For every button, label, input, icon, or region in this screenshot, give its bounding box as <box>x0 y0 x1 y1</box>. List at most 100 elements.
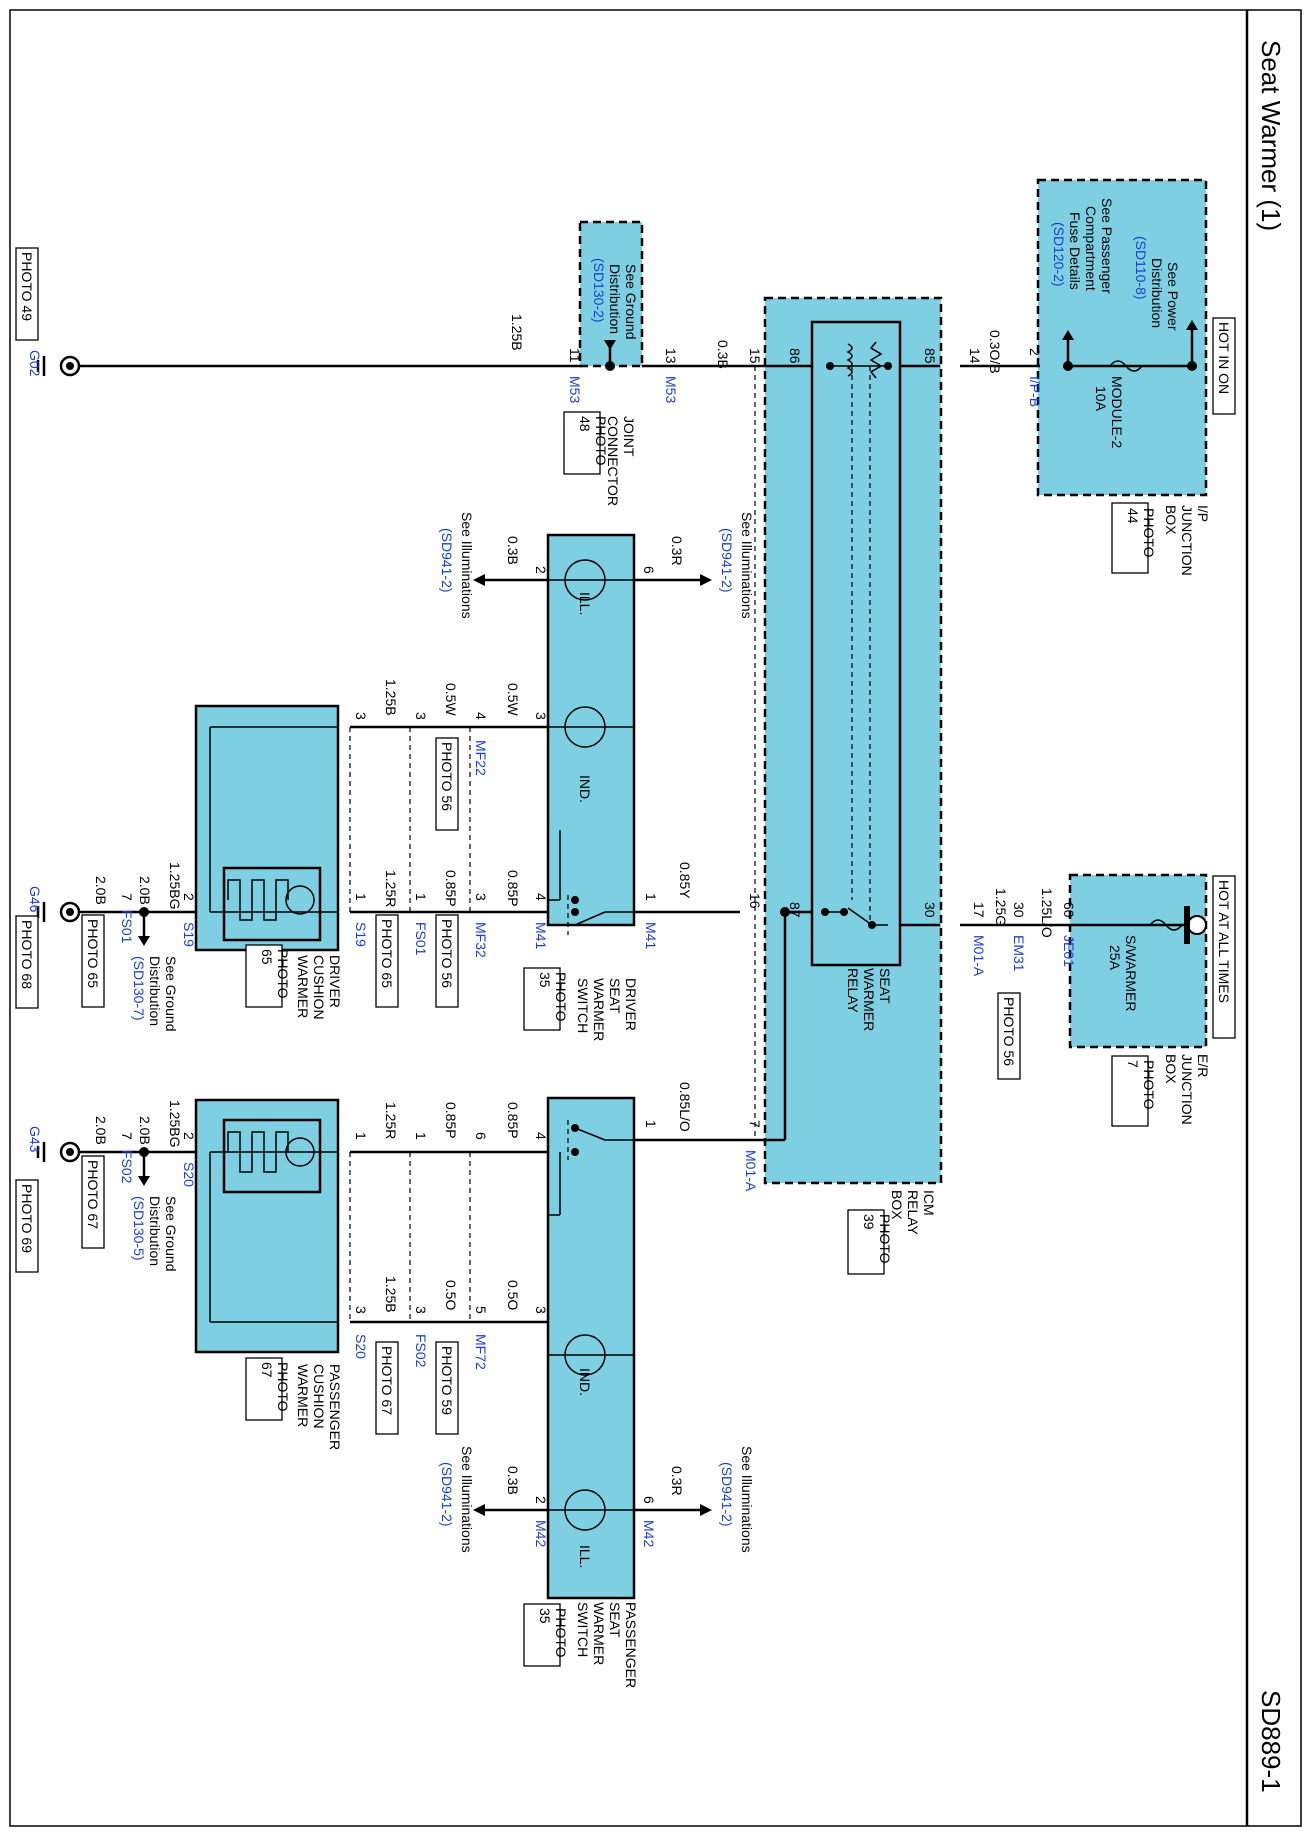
s19-connector-a[interactable]: S19 <box>353 922 369 947</box>
pin-2-ip: 2 <box>1027 348 1043 356</box>
driver-ill-pin-2: 2 <box>533 566 549 574</box>
relay-pin-86: 86 <box>787 348 803 364</box>
g46-label[interactable]: G46 <box>27 886 43 913</box>
wire-label-1.25lo: 1.25L/O <box>1039 888 1055 938</box>
see-pass-ref[interactable]: (SD120-2) <box>1051 222 1067 287</box>
passenger-wire-1.25r: 1.25R <box>383 1102 399 1139</box>
m01a-connector[interactable]: M01-A <box>971 935 987 977</box>
driver-warmer-2: CUSHION <box>311 955 327 1020</box>
pin-11: 11 <box>567 348 583 363</box>
driver-switch-2: SEAT <box>607 978 623 1014</box>
wire-label-0.85lo: 0.85L/O <box>677 1082 693 1132</box>
driver-ill-ref-top[interactable]: (SD941-2) <box>719 528 735 593</box>
driver-gnd-see: See Ground <box>163 956 179 1032</box>
passenger-wire-1.25b: 1.25B <box>383 1276 399 1313</box>
fs02-connector[interactable]: FS02 <box>413 1334 429 1368</box>
m01a-connector-2[interactable]: M01-A <box>743 1150 759 1192</box>
passenger-ind-label: IND. <box>577 1368 593 1396</box>
driver-gnd-ref[interactable]: (SD130-7) <box>131 956 147 1021</box>
mf72-connector[interactable]: MF72 <box>473 1334 489 1370</box>
passenger-wire-2.0b-a: 2.0B <box>137 1116 153 1145</box>
s20-connector-a[interactable]: S20 <box>353 1334 369 1359</box>
passenger-ill-wire-0.3r: 0.3R <box>669 1466 685 1496</box>
passenger-wire-1.25bg: 1.25BG <box>167 1100 183 1147</box>
relay-pin-30: 30 <box>922 902 938 918</box>
m42-connector-b[interactable]: M42 <box>533 1520 549 1547</box>
relay-pin-85: 85 <box>922 348 938 364</box>
g43-photo: PHOTO 69 <box>19 1184 35 1253</box>
driver-wire-0.5w-a: 0.5W <box>505 683 521 716</box>
g02-label[interactable]: G02 <box>27 350 43 377</box>
passenger-ill-pin-2: 2 <box>533 1496 549 1504</box>
page-title: Seat Warmer (1) <box>1256 40 1286 231</box>
driver-ill-pin-6: 6 <box>641 566 657 574</box>
passenger-pin-1b: 1 <box>413 1132 429 1140</box>
wire-label-0.85y: 0.85Y <box>677 862 693 899</box>
driver-wire-1.25r: 1.25R <box>383 870 399 907</box>
s20-connector-b[interactable]: S20 <box>181 1162 197 1187</box>
em31-connector[interactable]: EM31 <box>1011 935 1027 972</box>
passenger-ill-wire-0.3b: 0.3B <box>505 1466 521 1495</box>
s19-connector-b[interactable]: S19 <box>181 922 197 947</box>
seat-warmer-relay <box>810 320 902 967</box>
icm-photo-1: PHOTO <box>877 1214 893 1264</box>
fs01-connector-b[interactable]: FS01 <box>119 910 135 944</box>
relay-name-3: RELAY <box>845 968 861 1014</box>
driver-warmer-photo-1: PHOTO <box>275 949 291 999</box>
wire-label-1.25b-g02: 1.25B <box>509 314 525 351</box>
passenger-ill-ref-top[interactable]: (SD941-2) <box>719 1462 735 1527</box>
g43-label[interactable]: G43 <box>27 1126 43 1153</box>
g02-photo: PHOTO 49 <box>19 252 35 321</box>
m53-connector-b[interactable]: M53 <box>567 376 583 403</box>
mf32-photo: PHOTO 56 <box>439 919 455 988</box>
relay-resistor-icon <box>869 341 883 379</box>
driver-switch-3: WARMER <box>591 978 607 1041</box>
driver-pin-3: 3 <box>533 712 549 720</box>
see-pass-2: Compartment <box>1083 206 1099 291</box>
driver-wire-0.5w-b: 0.5W <box>443 683 459 716</box>
fs02b-photo: PHOTO 67 <box>85 1160 101 1229</box>
driver-wire-1.25bg: 1.25BG <box>167 862 183 909</box>
mf72-photo: PHOTO 59 <box>439 1346 455 1415</box>
passenger-gnd-dist: Distribution <box>147 1196 163 1266</box>
driver-ill-ref-bot[interactable]: (SD941-2) <box>439 528 455 593</box>
passenger-pin-1: 1 <box>643 1120 659 1128</box>
driver-wire-0.85p-b: 0.85P <box>443 870 459 907</box>
see-pass-1: See Passenger <box>1099 198 1115 294</box>
mf22-connector[interactable]: MF22 <box>473 740 489 776</box>
wire-label-0.3b-top: 0.3B <box>715 340 731 369</box>
m41-connector-a[interactable]: M41 <box>643 922 659 949</box>
passenger-warmer-2: CUSHION <box>311 1364 327 1429</box>
fs01-connector[interactable]: FS01 <box>413 922 429 956</box>
m42-connector-a[interactable]: M42 <box>641 1520 657 1547</box>
passenger-gnd-ref[interactable]: (SD130-5) <box>131 1196 147 1261</box>
driver-thermistor-icon <box>285 885 315 915</box>
mf32-connector[interactable]: MF32 <box>473 922 489 958</box>
passenger-warmer-photo-1: PHOTO <box>275 1362 291 1412</box>
driver-pin-4: 4 <box>473 712 489 720</box>
m53-connector-a[interactable]: M53 <box>663 376 679 403</box>
see-ground-top-ref[interactable]: (SD130-2) <box>591 258 607 323</box>
passenger-warmer-3: WARMER <box>295 1364 311 1427</box>
passenger-switch-2: SEAT <box>607 1602 623 1638</box>
module-fuse-amp: 10A <box>1093 386 1109 412</box>
pin-14: 14 <box>967 348 983 364</box>
fs02-photo: PHOTO 67 <box>379 1346 395 1415</box>
fs02-connector-b[interactable]: FS02 <box>119 1150 135 1184</box>
driver-switch-photo-1: PHOTO <box>553 972 569 1022</box>
pin-13: 13 <box>663 348 679 364</box>
passenger-ill-pin-6: 6 <box>641 1496 657 1504</box>
joint-photo-2: 48 <box>577 416 593 432</box>
je01-connector[interactable]: JE01 <box>1061 935 1077 967</box>
ipb-connector[interactable]: I/P-B <box>1027 376 1043 407</box>
ground-g43-icon <box>59 1141 81 1163</box>
passenger-ill-ref-bot[interactable]: (SD941-2) <box>439 1462 455 1527</box>
joint-name-1: JOINT <box>621 416 637 457</box>
see-power-ref[interactable]: (SD110-8) <box>1133 236 1149 300</box>
er-box-line3: BOX <box>1163 1054 1179 1084</box>
driver-switch-photo-2: 35 <box>537 972 553 988</box>
driver-warmer-photo-2: 65 <box>259 949 275 965</box>
m41-connector-b[interactable]: M41 <box>533 922 549 949</box>
passenger-pin-6: 6 <box>473 1132 489 1140</box>
